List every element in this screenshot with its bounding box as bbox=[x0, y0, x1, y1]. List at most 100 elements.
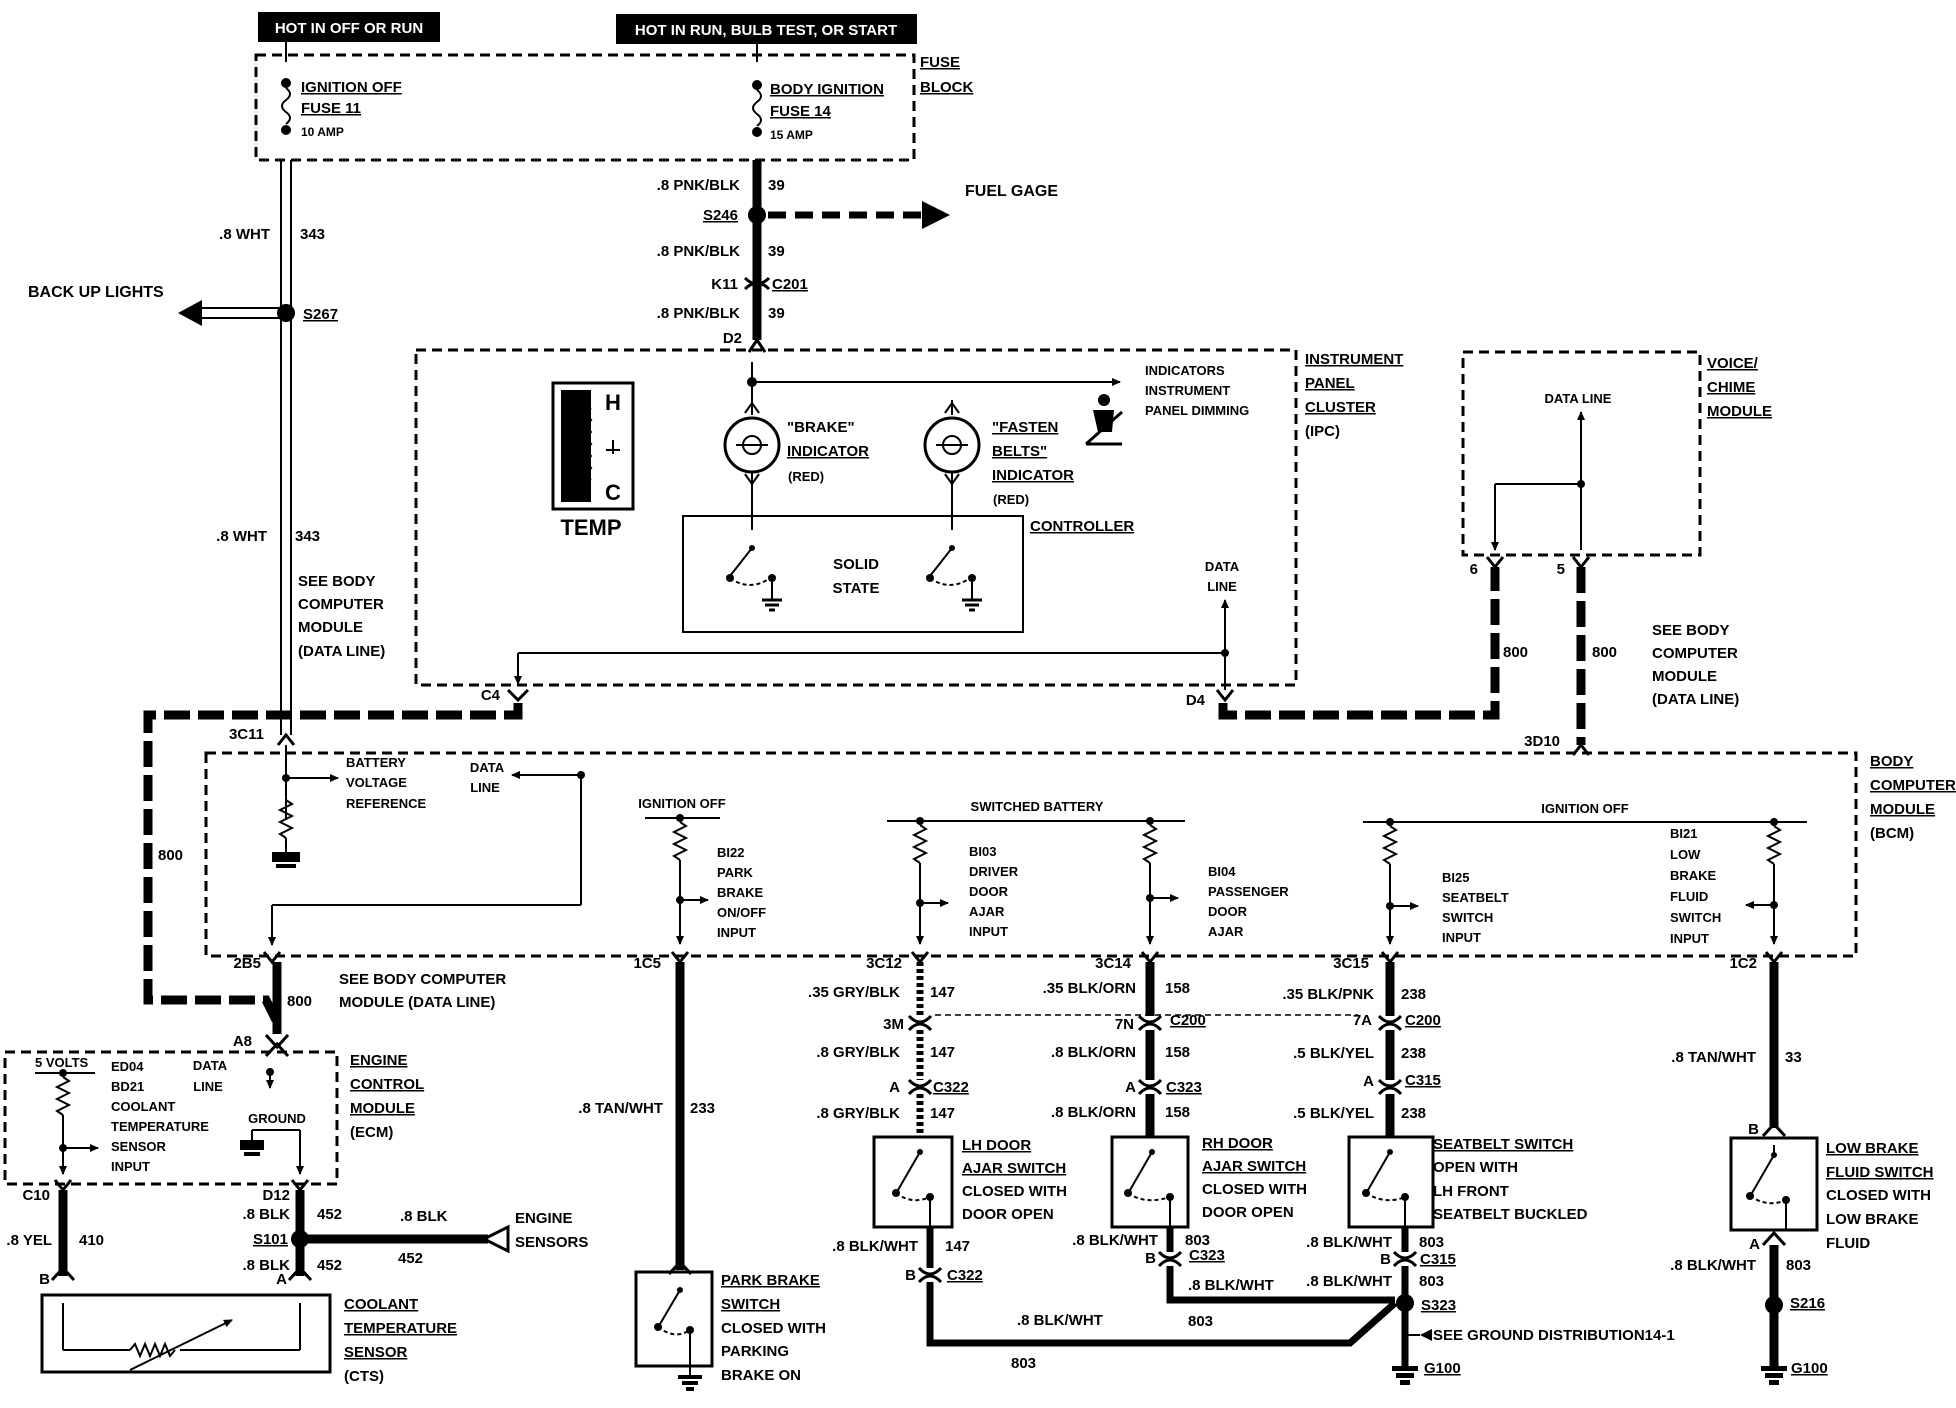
fuse-11-symbol bbox=[281, 78, 291, 135]
pin-3d10: 3D10 bbox=[1524, 733, 1560, 750]
ecm-5-volts: 5 VOLTS bbox=[35, 1055, 89, 1070]
ecm-label-4: (ECM) bbox=[350, 1124, 393, 1141]
wire-452-circuit-1: 452 bbox=[317, 1206, 342, 1223]
splice-s216-label: S216 bbox=[1790, 1295, 1825, 1312]
park-brake-4: PARKING bbox=[721, 1343, 789, 1360]
belts-indicator-3: INDICATOR bbox=[992, 467, 1074, 484]
b103-3: DOOR bbox=[969, 884, 1009, 899]
controller-box bbox=[682, 515, 1024, 633]
splice-s246-label: S246 bbox=[703, 207, 738, 224]
bcm-circuit-800: 800 bbox=[158, 847, 183, 864]
wire-452-size-2: .8 BLK bbox=[400, 1208, 448, 1225]
controller-switch-2-icon bbox=[926, 545, 982, 612]
svg-text:HOT IN OFF OR RUN: HOT IN OFF OR RUN bbox=[275, 20, 423, 37]
ipc-label-3: CLUSTER bbox=[1305, 399, 1376, 416]
b122-3: BRAKE bbox=[717, 885, 764, 900]
wire-39-size-2: .8 PNK/BLK bbox=[657, 243, 741, 260]
connector-c201-icon bbox=[743, 276, 771, 291]
lh-ground-conn: C322 bbox=[947, 1267, 983, 1284]
rh-wire-2: .8 BLK/ORN bbox=[1051, 1044, 1136, 1061]
park-brake-switch-box bbox=[634, 1270, 714, 1368]
rh-door-switch-box bbox=[1110, 1135, 1190, 1229]
cts-label-2: TEMPERATURE bbox=[344, 1320, 457, 1337]
seatbelt-switch-icon bbox=[1362, 1149, 1409, 1227]
see-bcm-3-line-1: SEE BODY COMPUTER bbox=[339, 971, 506, 988]
ecm-ground-label: GROUND bbox=[248, 1111, 306, 1126]
ipc-data-1: DATA bbox=[1205, 559, 1240, 574]
rh-pin-b: B bbox=[1145, 1250, 1156, 1267]
fasten-belts-bulb-icon bbox=[923, 416, 981, 474]
sb-pin-7a: 7A bbox=[1353, 1012, 1372, 1029]
wire-39-circuit-1: 39 bbox=[768, 177, 785, 194]
batt-voltage-1: BATTERY bbox=[346, 755, 406, 770]
wire-343-circuit-2: 343 bbox=[295, 528, 320, 545]
fuse-14-symbol bbox=[752, 80, 762, 137]
rh-pin-a: A bbox=[1125, 1079, 1136, 1096]
see-bcm-1-line-4: (DATA LINE) bbox=[298, 643, 385, 660]
pin-1c2: 1C2 bbox=[1729, 955, 1757, 972]
see-ground-distribution: SEE GROUND DISTRIBUTION14-1 bbox=[1433, 1327, 1675, 1344]
lh-wire-3: .8 GRY/BLK bbox=[816, 1105, 900, 1122]
brake-indicator-2: INDICATOR bbox=[787, 443, 869, 460]
b122-1: BI22 bbox=[717, 845, 744, 860]
b121-4: FLUID bbox=[1670, 889, 1708, 904]
fuse-14-amp: 15 AMP bbox=[770, 128, 813, 142]
lh-pin-3m: 3M bbox=[883, 1016, 904, 1033]
bcm-label-2: COMPUTER bbox=[1870, 777, 1956, 794]
ipc-label-1: INSTRUMENT bbox=[1305, 351, 1403, 368]
fuse-14-name: BODY IGNITION bbox=[770, 81, 884, 98]
backup-lights-label: BACK UP LIGHTS bbox=[28, 284, 164, 301]
splice-s267-label: S267 bbox=[303, 306, 338, 323]
rh-circuit-3: 158 bbox=[1165, 1104, 1190, 1121]
cts-label-3: SENSOR bbox=[344, 1344, 408, 1361]
ecm-data-1: DATA bbox=[193, 1058, 228, 1073]
fuel-gage-arrow-icon bbox=[922, 201, 950, 229]
voice-label-1: VOICE/ bbox=[1707, 355, 1759, 372]
b104-2: PASSENGER bbox=[1208, 884, 1289, 899]
b121-2: LOW bbox=[1670, 847, 1701, 862]
wire-39-size-3: .8 PNK/BLK bbox=[657, 305, 741, 322]
switched-battery: SWITCHED BATTERY bbox=[971, 799, 1104, 814]
low-brake-2: FLUID SWITCH bbox=[1826, 1164, 1933, 1181]
sb-wire-2: .5 BLK/YEL bbox=[1293, 1045, 1374, 1062]
ecm-input-6: INPUT bbox=[111, 1159, 150, 1174]
seatbelt-icon bbox=[1085, 394, 1123, 446]
wire-39-circuit-3: 39 bbox=[768, 305, 785, 322]
splice-s216-dot bbox=[1765, 1296, 1783, 1314]
lh-ground-circuit: 147 bbox=[945, 1238, 970, 1255]
rh-pin-7n: 7N bbox=[1115, 1016, 1134, 1033]
lh-door-switch-icon bbox=[892, 1149, 934, 1227]
ecm-label-1: ENGINE bbox=[350, 1052, 408, 1069]
low-brake-switch-icon bbox=[1746, 1145, 1790, 1230]
rh-ground-circuit: 803 bbox=[1185, 1232, 1210, 1249]
engine-sensors-2: SENSORS bbox=[515, 1234, 588, 1251]
g100-ground-2-icon bbox=[1761, 1366, 1787, 1385]
engine-sensors-1: ENGINE bbox=[515, 1210, 573, 1227]
lh-circuit-2: 147 bbox=[930, 1044, 955, 1061]
wire-343-size-1: .8 WHT bbox=[219, 226, 270, 243]
sb-wire-1: .35 BLK/PNK bbox=[1282, 986, 1374, 1003]
see-bcm-2-line-4: (DATA LINE) bbox=[1652, 691, 1739, 708]
lh-wire-1: .35 GRY/BLK bbox=[808, 984, 900, 1001]
see-bcm-1-line-3: MODULE bbox=[298, 619, 363, 636]
connector-c201: C201 bbox=[772, 276, 808, 293]
ground-blkwht: .8 BLK/WHT bbox=[1017, 1312, 1103, 1329]
see-bcm-2-line-1: SEE BODY bbox=[1652, 622, 1730, 639]
ecm-label-3: MODULE bbox=[350, 1100, 415, 1117]
ipc-label-4: (IPC) bbox=[1305, 423, 1340, 440]
sb-ground-circuit: 803 bbox=[1419, 1234, 1444, 1251]
sb-ground-wire: .8 BLK/WHT bbox=[1306, 1234, 1392, 1251]
ecm-ground-icon bbox=[240, 1129, 300, 1156]
lbf-ground-g100: G100 bbox=[1791, 1360, 1828, 1377]
b121-3: BRAKE bbox=[1670, 868, 1717, 883]
belts-indicator-1: "FASTEN bbox=[992, 419, 1058, 436]
cts-pin-b: B bbox=[39, 1271, 50, 1288]
see-bcm-1-line-1: SEE BODY bbox=[298, 573, 376, 590]
controller-switch-1-icon bbox=[726, 545, 782, 612]
cts-box bbox=[40, 1293, 332, 1374]
b103-5: INPUT bbox=[969, 924, 1008, 939]
pin-d4: D4 bbox=[1186, 692, 1206, 709]
cts-label-4: (CTS) bbox=[344, 1368, 384, 1385]
splice-s267-dot bbox=[277, 304, 295, 322]
